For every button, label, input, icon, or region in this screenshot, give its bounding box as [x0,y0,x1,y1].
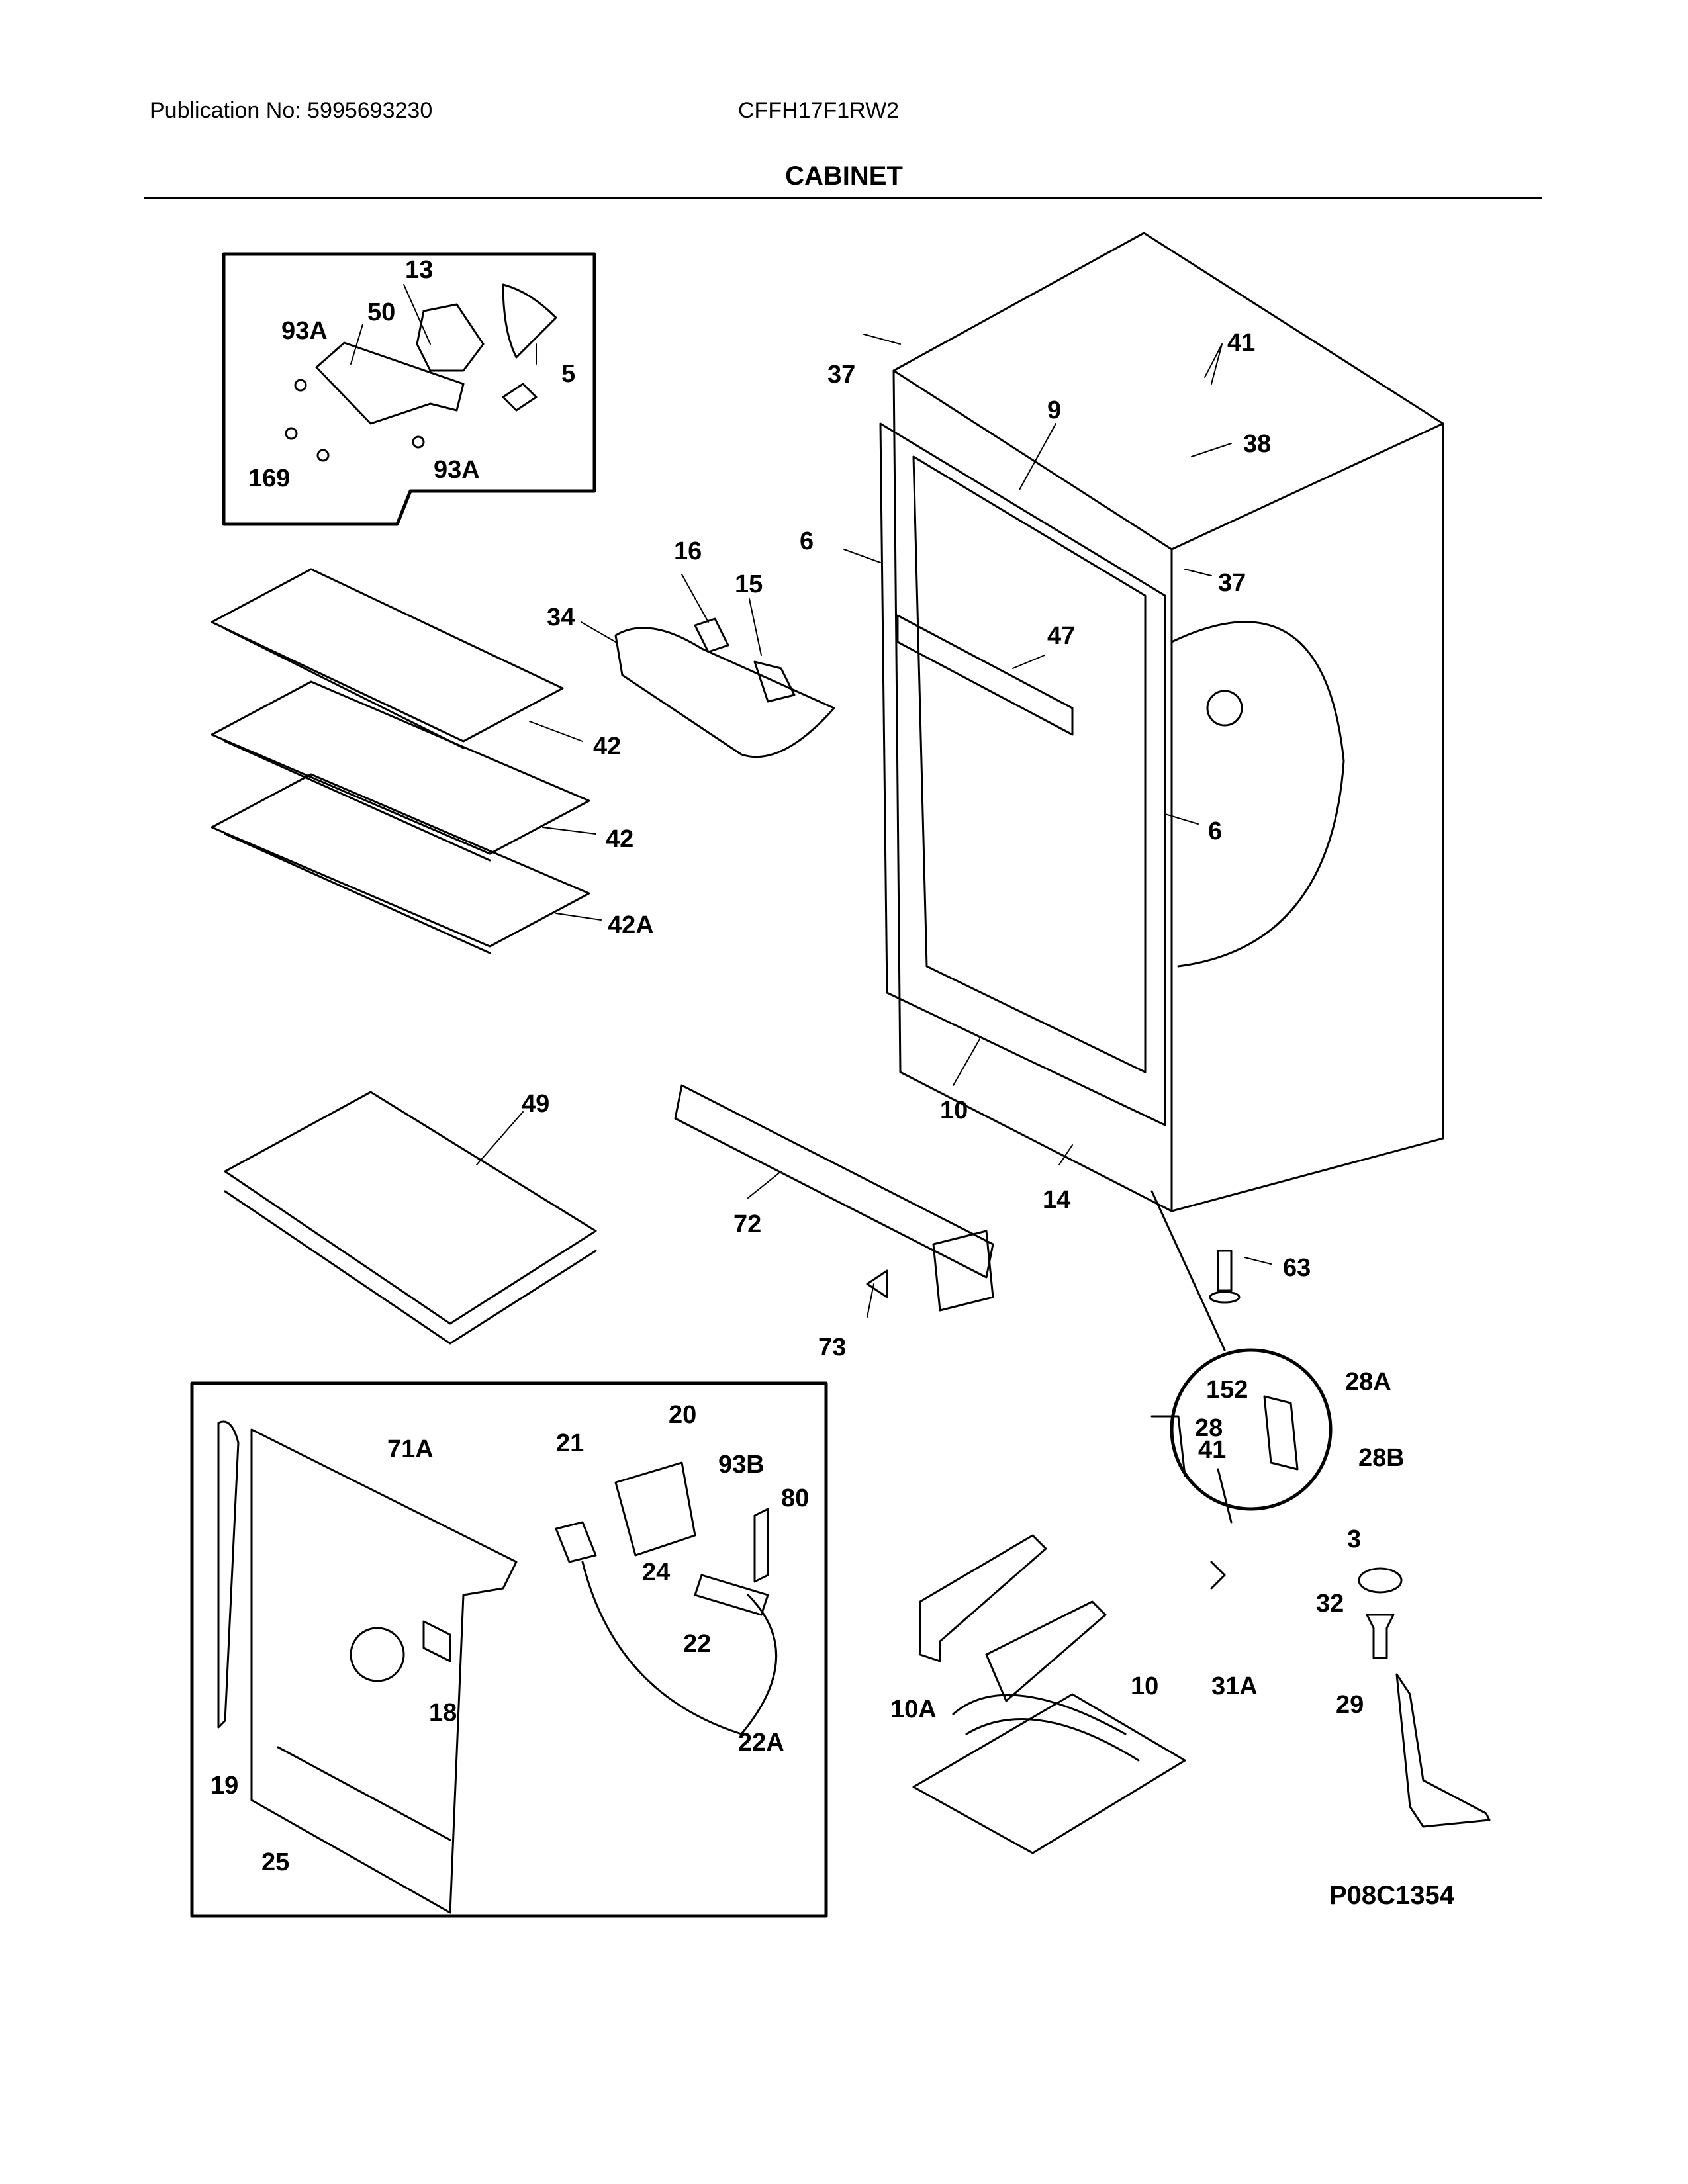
callout: 80 [781,1484,809,1512]
callout: 15 [735,570,763,598]
basket [224,1091,597,1345]
wire-shelves [211,568,590,954]
callout: 31A [1211,1672,1258,1700]
leader-lines [350,284,1272,1318]
callout: 10 [1131,1672,1158,1700]
callout: 32 [1316,1590,1344,1617]
callout: 9 [1047,396,1061,424]
callout: 47 [1047,622,1075,650]
header-rule [144,197,1542,199]
callout: 3 [1347,1525,1361,1553]
callout: 41 [1227,329,1255,357]
callout: 71A [387,1435,434,1463]
callout: 29 [1336,1691,1364,1719]
light-housing [614,617,835,758]
callout: 152 [1206,1376,1248,1404]
callout: 28B [1358,1444,1405,1472]
callout-labels: 13 93A 50 5 169 93A 37 9 41 38 6 16 15 3… [211,256,1405,1876]
callout: 38 [1243,430,1271,458]
hinge-detail-circle [1150,1190,1333,1511]
fan-inset-box [222,252,596,526]
callout: 63 [1283,1254,1311,1282]
callout: 16 [674,537,702,565]
leveling-leg [1209,1250,1241,1304]
callout: 93B [718,1451,765,1479]
callout: 21 [556,1430,584,1457]
callout: 37 [827,361,855,388]
callout: 13 [405,256,433,284]
freezer-cabinet [879,232,1444,1590]
model-number: CFFH17F1RW2 [738,98,900,123]
callout: 22 [683,1630,711,1658]
callout: 22A [738,1729,784,1756]
kick-plate [674,1084,994,1312]
callout: 19 [211,1772,238,1799]
callout: 10A [890,1696,937,1723]
callout: 10 [940,1097,968,1124]
callout: 49 [522,1090,549,1118]
callout: 169 [248,465,290,492]
publication-number: Publication No: 5995693230 [150,98,433,123]
defrost-timer-assembly [555,1461,778,1735]
callout: 28 [1195,1414,1223,1442]
callout: 37 [1218,569,1246,597]
fan-motor-assembly [285,283,557,462]
figure-code: P08C1354 [1329,1881,1455,1910]
callout: 42 [593,733,621,760]
rear-panel [217,1420,518,1914]
drain-parts [1358,1567,1491,1828]
callout: 6 [800,527,814,555]
callout: 41 [1198,1436,1226,1464]
callout: 14 [1043,1186,1070,1214]
section-title: CABINET [785,161,903,191]
callout: 20 [669,1401,696,1429]
rear-panel-inset-box [190,1381,828,1918]
callout: 28A [1345,1368,1391,1396]
callout: 34 [547,604,575,631]
callout: 93A [434,456,480,484]
callout: 5 [561,360,575,388]
callout: 72 [733,1210,761,1238]
callout: 25 [261,1848,289,1876]
callout: 24 [642,1559,670,1586]
callout: 93A [281,317,328,345]
callout: 18 [429,1699,457,1727]
callout: 42A [608,911,654,939]
defrost-heater-assembly [912,1534,1186,1854]
callout: 42 [606,825,633,853]
callout: 6 [1208,817,1222,845]
callout: 50 [367,298,395,326]
callout: 73 [818,1334,846,1361]
